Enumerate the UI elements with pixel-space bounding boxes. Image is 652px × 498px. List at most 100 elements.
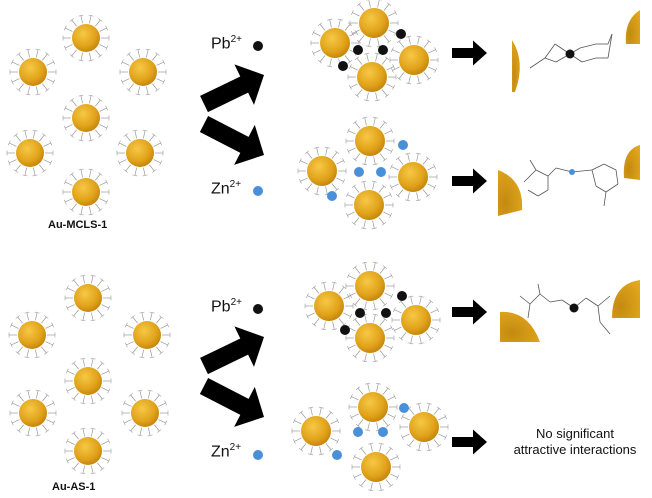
lead-ion-dot [253,304,263,314]
gold-nanoparticle [62,168,110,216]
note-line-1: No significant [535,426,615,441]
ion-symbol: Pb [211,298,231,316]
ligand-bond [535,169,549,177]
ligand-bond [527,303,531,319]
gold-nanoparticle [64,427,112,475]
reaction-arrow-icon [452,168,487,194]
gold-nanoparticle [123,311,171,359]
ion-label-zn-top: Zn2+ [211,179,241,198]
reaction-arrow-icon [452,40,487,66]
ligand-bond [537,189,549,197]
nanoparticle-label-as: Au-AS-1 [52,481,96,493]
ligand-bond [581,57,597,63]
gold-nanoparticle [304,281,354,331]
ion-label-pb-bottom: Pb2+ [211,297,242,316]
ligand-bond [591,169,597,187]
ligand-bond [603,191,607,207]
ligand-bond [595,185,607,193]
gold-nanoparticle [344,180,394,230]
lead-ion-dot [569,303,579,313]
ion-charge: 2+ [230,34,242,45]
reaction-arrow-icon [452,429,487,455]
ligand-bond [529,57,546,69]
ligand-bond [549,299,563,303]
lead-ion-dot [565,49,575,59]
zinc-ion-dot [399,403,409,413]
gold-nanoparticle [399,402,449,452]
gold-nanoparticle [391,295,441,345]
ion-symbol: Zn [211,180,230,198]
gold-surface-wedge [625,10,640,44]
ligand-bond [607,33,613,59]
ion-symbol: Zn [211,443,230,461]
ligand-bond [605,183,619,193]
ligand-bond [523,169,537,183]
reaction-arrow-icon [200,326,264,375]
gold-nanoparticle [62,94,110,142]
ligand-bond [544,57,557,63]
zinc-ion-dot [327,191,337,201]
zinc-ion-dot [354,167,364,177]
ion-label-pb-top: Pb2+ [211,34,242,53]
ligand-bond [597,295,611,307]
ligand-bond [591,163,605,171]
lead-ion-dot [253,41,263,51]
gold-nanoparticle [9,48,57,96]
zinc-ion-dot [378,427,388,437]
reaction-arrow-icon [452,299,487,325]
gold-nanoparticle [389,35,439,85]
gold-nanoparticle [121,389,169,437]
lead-ion-dot [378,45,388,55]
zinc-ion-dot [569,169,575,175]
ligand-bond [597,305,601,323]
gold-nanoparticle [310,18,360,68]
nanoparticle-label-mcls: Au-MCLS-1 [48,219,108,231]
zinc-ion-dot [353,427,363,437]
lead-ion-dot [340,325,350,335]
ion-charge: 2+ [229,179,242,190]
reaction-arrow-icon [199,116,264,165]
ligand-bond [547,167,557,177]
zinc-ion-dot [376,167,386,177]
ligand-bond [603,163,617,171]
ligand-bond [599,321,611,335]
gold-surface-wedge [498,170,523,216]
zinc-ion-dot [398,140,408,150]
ligand-bond [537,283,541,295]
gold-nanoparticle [291,406,341,456]
gold-nanoparticle [62,14,110,62]
gold-nanoparticle [6,129,54,177]
ligand-bond [585,297,599,307]
gold-nanoparticle [8,311,56,359]
gold-nanoparticle [116,129,164,177]
lead-ion-dot [396,29,406,39]
ligand-bond [539,293,551,303]
note-line-2: attractive interactions [513,442,637,457]
gold-nanoparticle [347,52,397,102]
reaction-arrow-icon [199,378,264,427]
ligand-bond [579,43,597,49]
ligand-bond [615,169,619,185]
lead-ion-dot [381,308,391,318]
ion-symbol: Pb [211,35,231,53]
gold-nanoparticle [297,146,347,196]
ligand-bond [571,169,593,173]
ion-charge: 2+ [230,297,242,308]
zinc-ion-dot [332,450,342,460]
zinc-ion-dot [253,186,263,196]
gold-nanoparticle [345,261,395,311]
gold-nanoparticle [348,382,398,432]
ion-label-zn-bottom: Zn2+ [211,442,241,461]
gold-nanoparticle [388,152,438,202]
ligand-bond [544,43,556,59]
lead-ion-dot [397,291,407,301]
gold-surface-wedge [623,145,640,180]
reaction-arrow-icon [200,64,264,113]
gold-nanoparticle [351,442,401,492]
gold-surface-wedge [500,311,540,342]
ion-charge: 2+ [229,442,242,453]
ligand-bond [529,293,541,305]
ligand-bond [529,159,537,171]
gold-surface-wedge [512,40,520,92]
lead-ion-dot [353,45,363,55]
